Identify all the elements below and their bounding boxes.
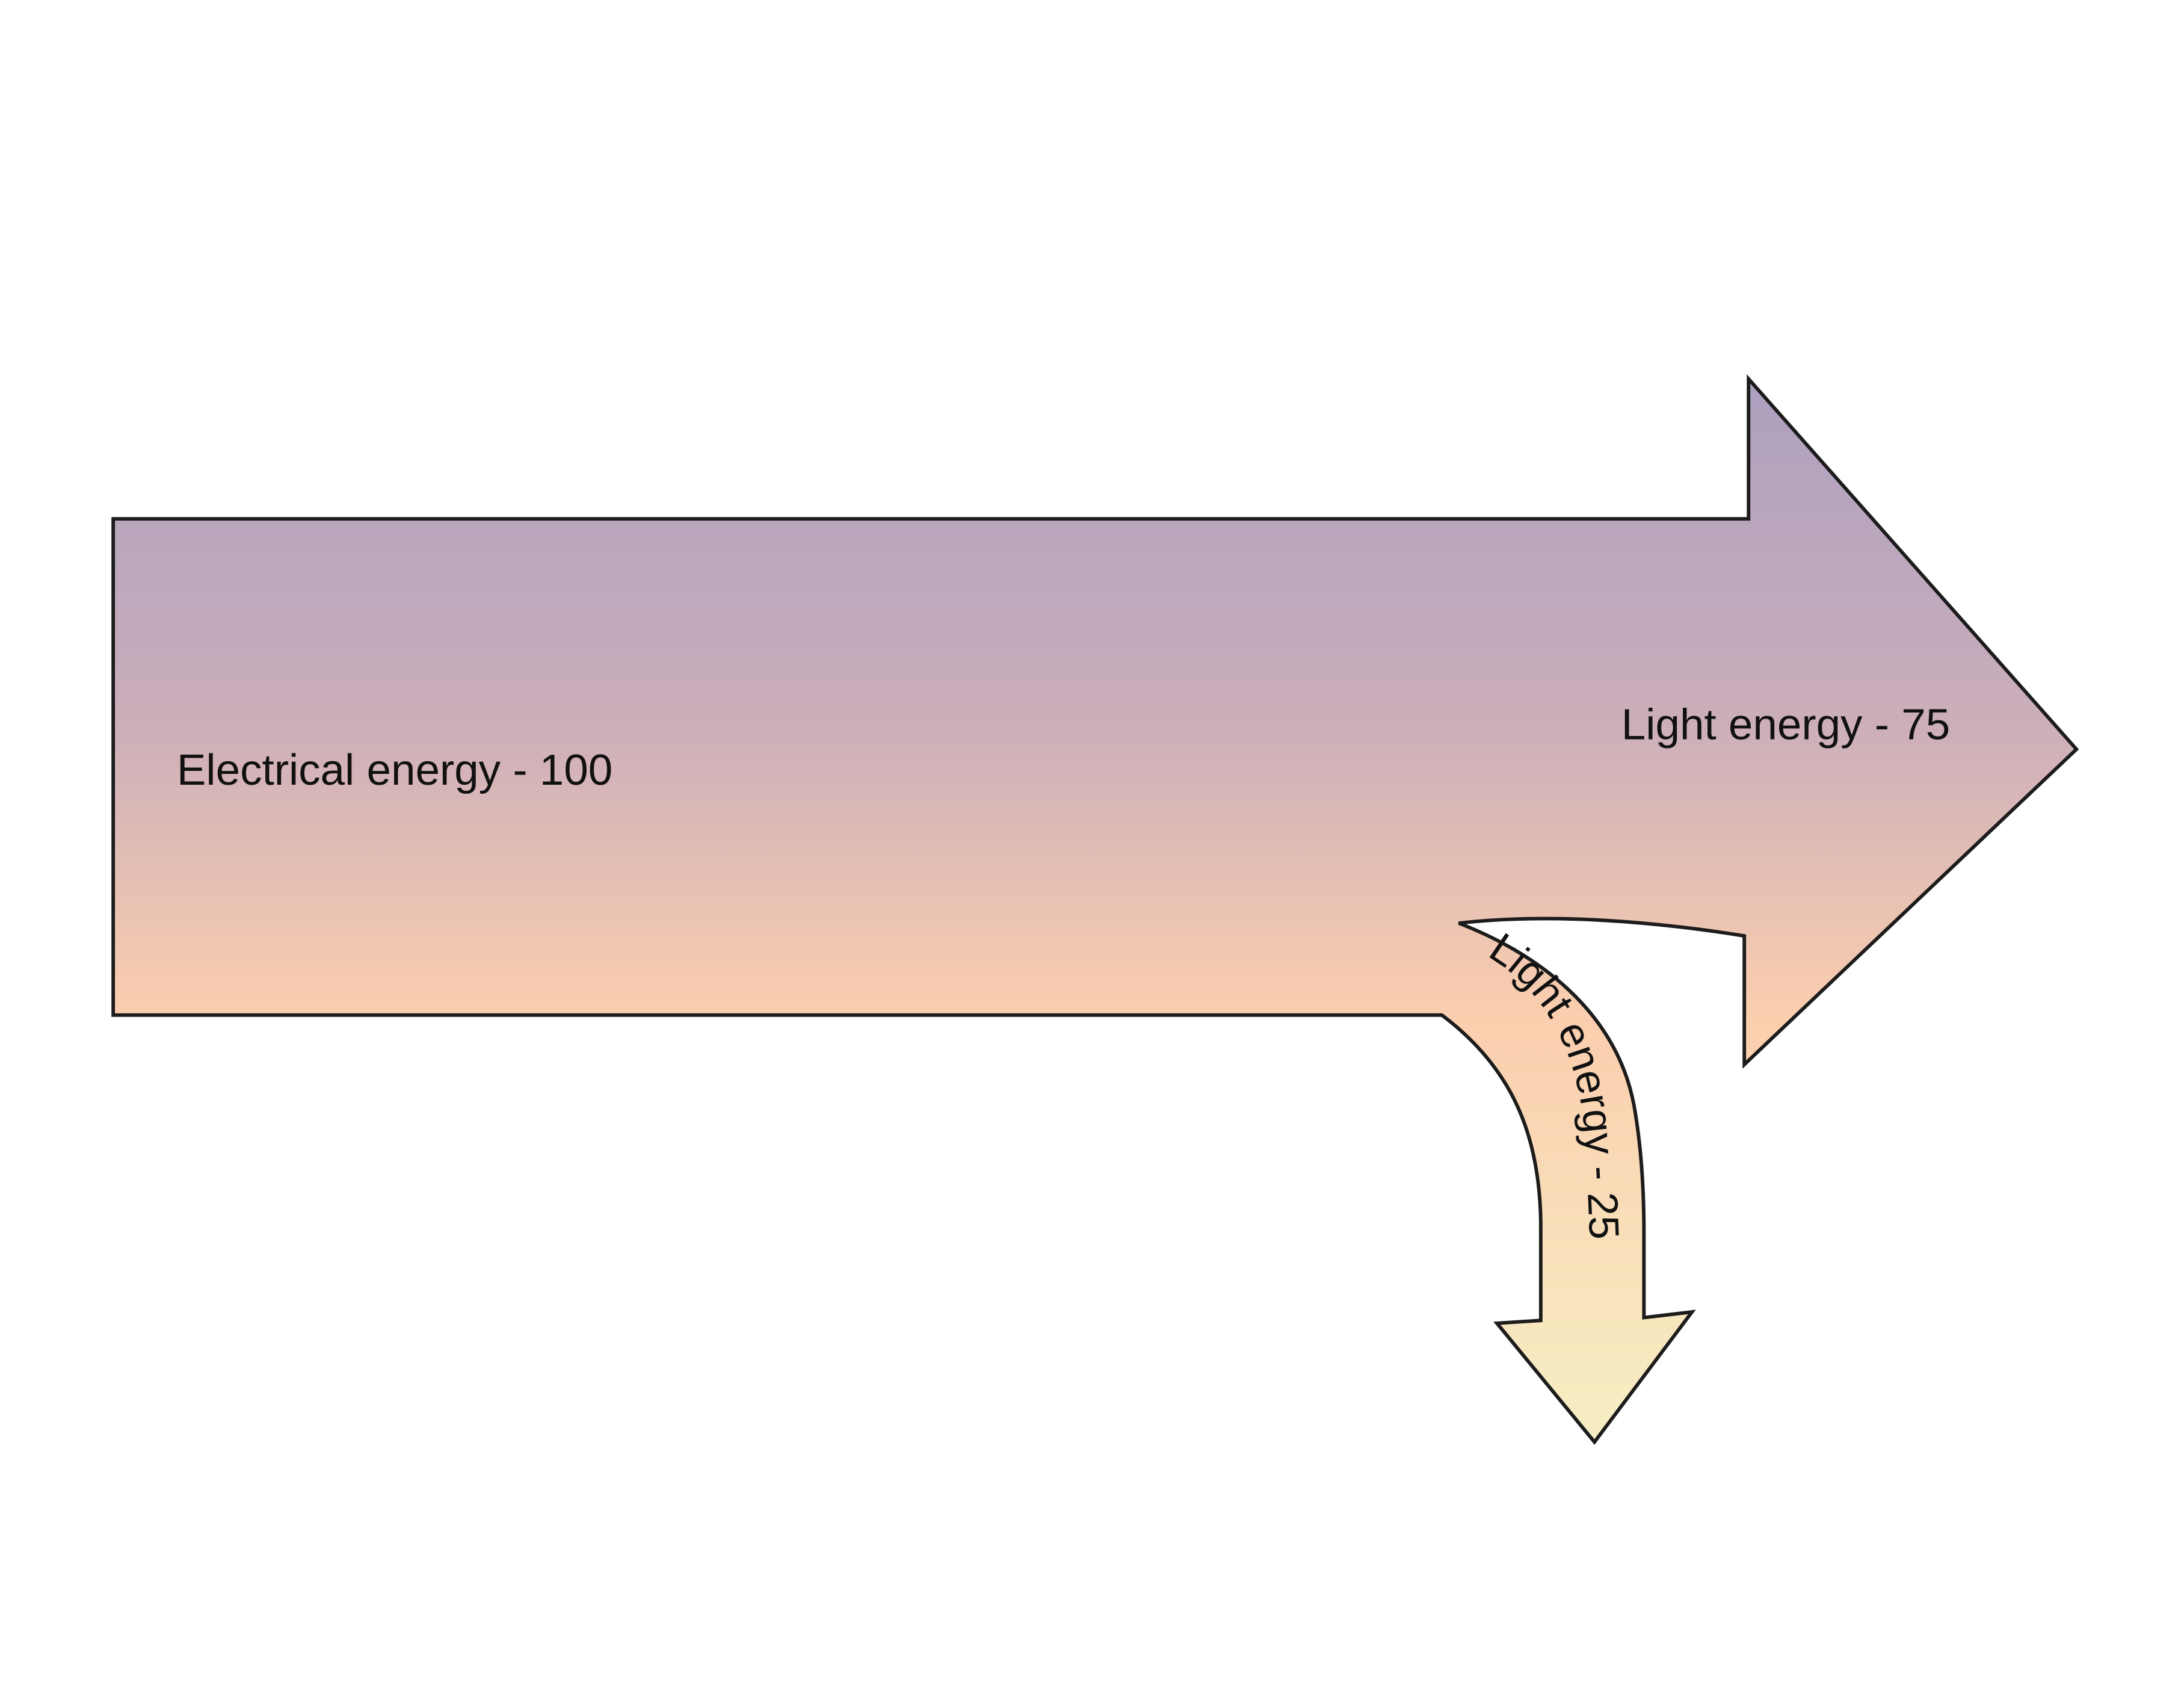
energy-flow-arrow [111,374,2079,1445]
useful-output-label: Light energy - 75 [1621,700,1950,749]
input-energy-label: Electrical energy - 100 [177,746,612,794]
